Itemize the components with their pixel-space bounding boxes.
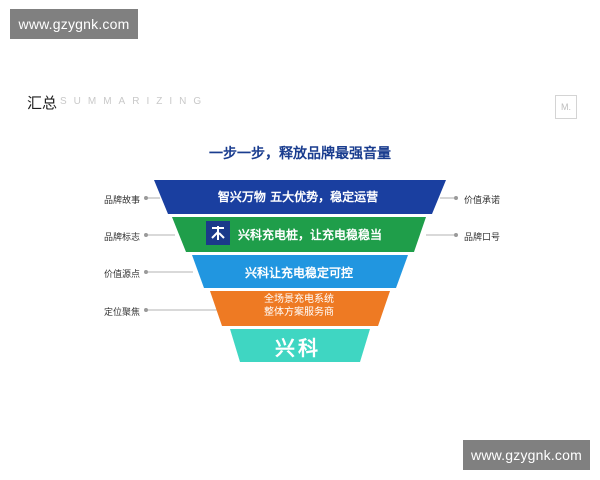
section-title-en: SUMMARIZING xyxy=(60,96,209,107)
funnel-level-4-line1: 全场景充电系统 xyxy=(264,294,334,305)
watermark-bottom: www.gzygnk.com xyxy=(463,440,590,470)
funnel-level-3 xyxy=(192,255,408,288)
funnel-level-5 xyxy=(230,329,370,362)
label-brand-slogan: 品牌口号 xyxy=(464,233,501,243)
funnel-level-3-text: 兴科让充电稳定可控 xyxy=(244,266,353,280)
brand-logo-mark xyxy=(211,226,225,240)
page-title: 一步一步，释放品牌最强音量 xyxy=(209,146,391,162)
connector-dot xyxy=(143,232,148,237)
connector-dot xyxy=(143,307,148,312)
connector-dot xyxy=(453,195,458,200)
funnel-level-4-text: 全场景充电系统 整体方案服务商 xyxy=(210,293,388,319)
section-title-cn: 汇总 xyxy=(27,94,58,112)
label-positioning-focus: 定位聚焦 xyxy=(103,308,140,318)
funnel-level-4-line2: 整体方案服务商 xyxy=(264,307,334,318)
label-value-promise: 价值承诺 xyxy=(464,196,501,206)
label-brand-story: 品牌故事 xyxy=(103,196,140,206)
label-value-origin: 价值源点 xyxy=(103,270,140,280)
label-brand-logo: 品牌标志 xyxy=(103,233,140,243)
watermark-top: www.gzygnk.com xyxy=(10,9,138,39)
funnel-level-4 xyxy=(210,291,390,326)
funnel-level-2 xyxy=(172,217,426,252)
funnel-level-2-text: 兴科充电桩，让充电稳稳当 xyxy=(238,228,383,242)
funnel-level-1 xyxy=(154,180,446,214)
corner-logo-icon: M. xyxy=(555,95,577,119)
funnel-level-5-text: 兴科 xyxy=(275,336,321,360)
funnel-level-1-text: 智兴万物 五大优势，稳定运营 xyxy=(217,190,379,204)
connector-dot xyxy=(143,195,148,200)
connector-dot xyxy=(453,232,458,237)
connector-dot xyxy=(143,269,148,274)
